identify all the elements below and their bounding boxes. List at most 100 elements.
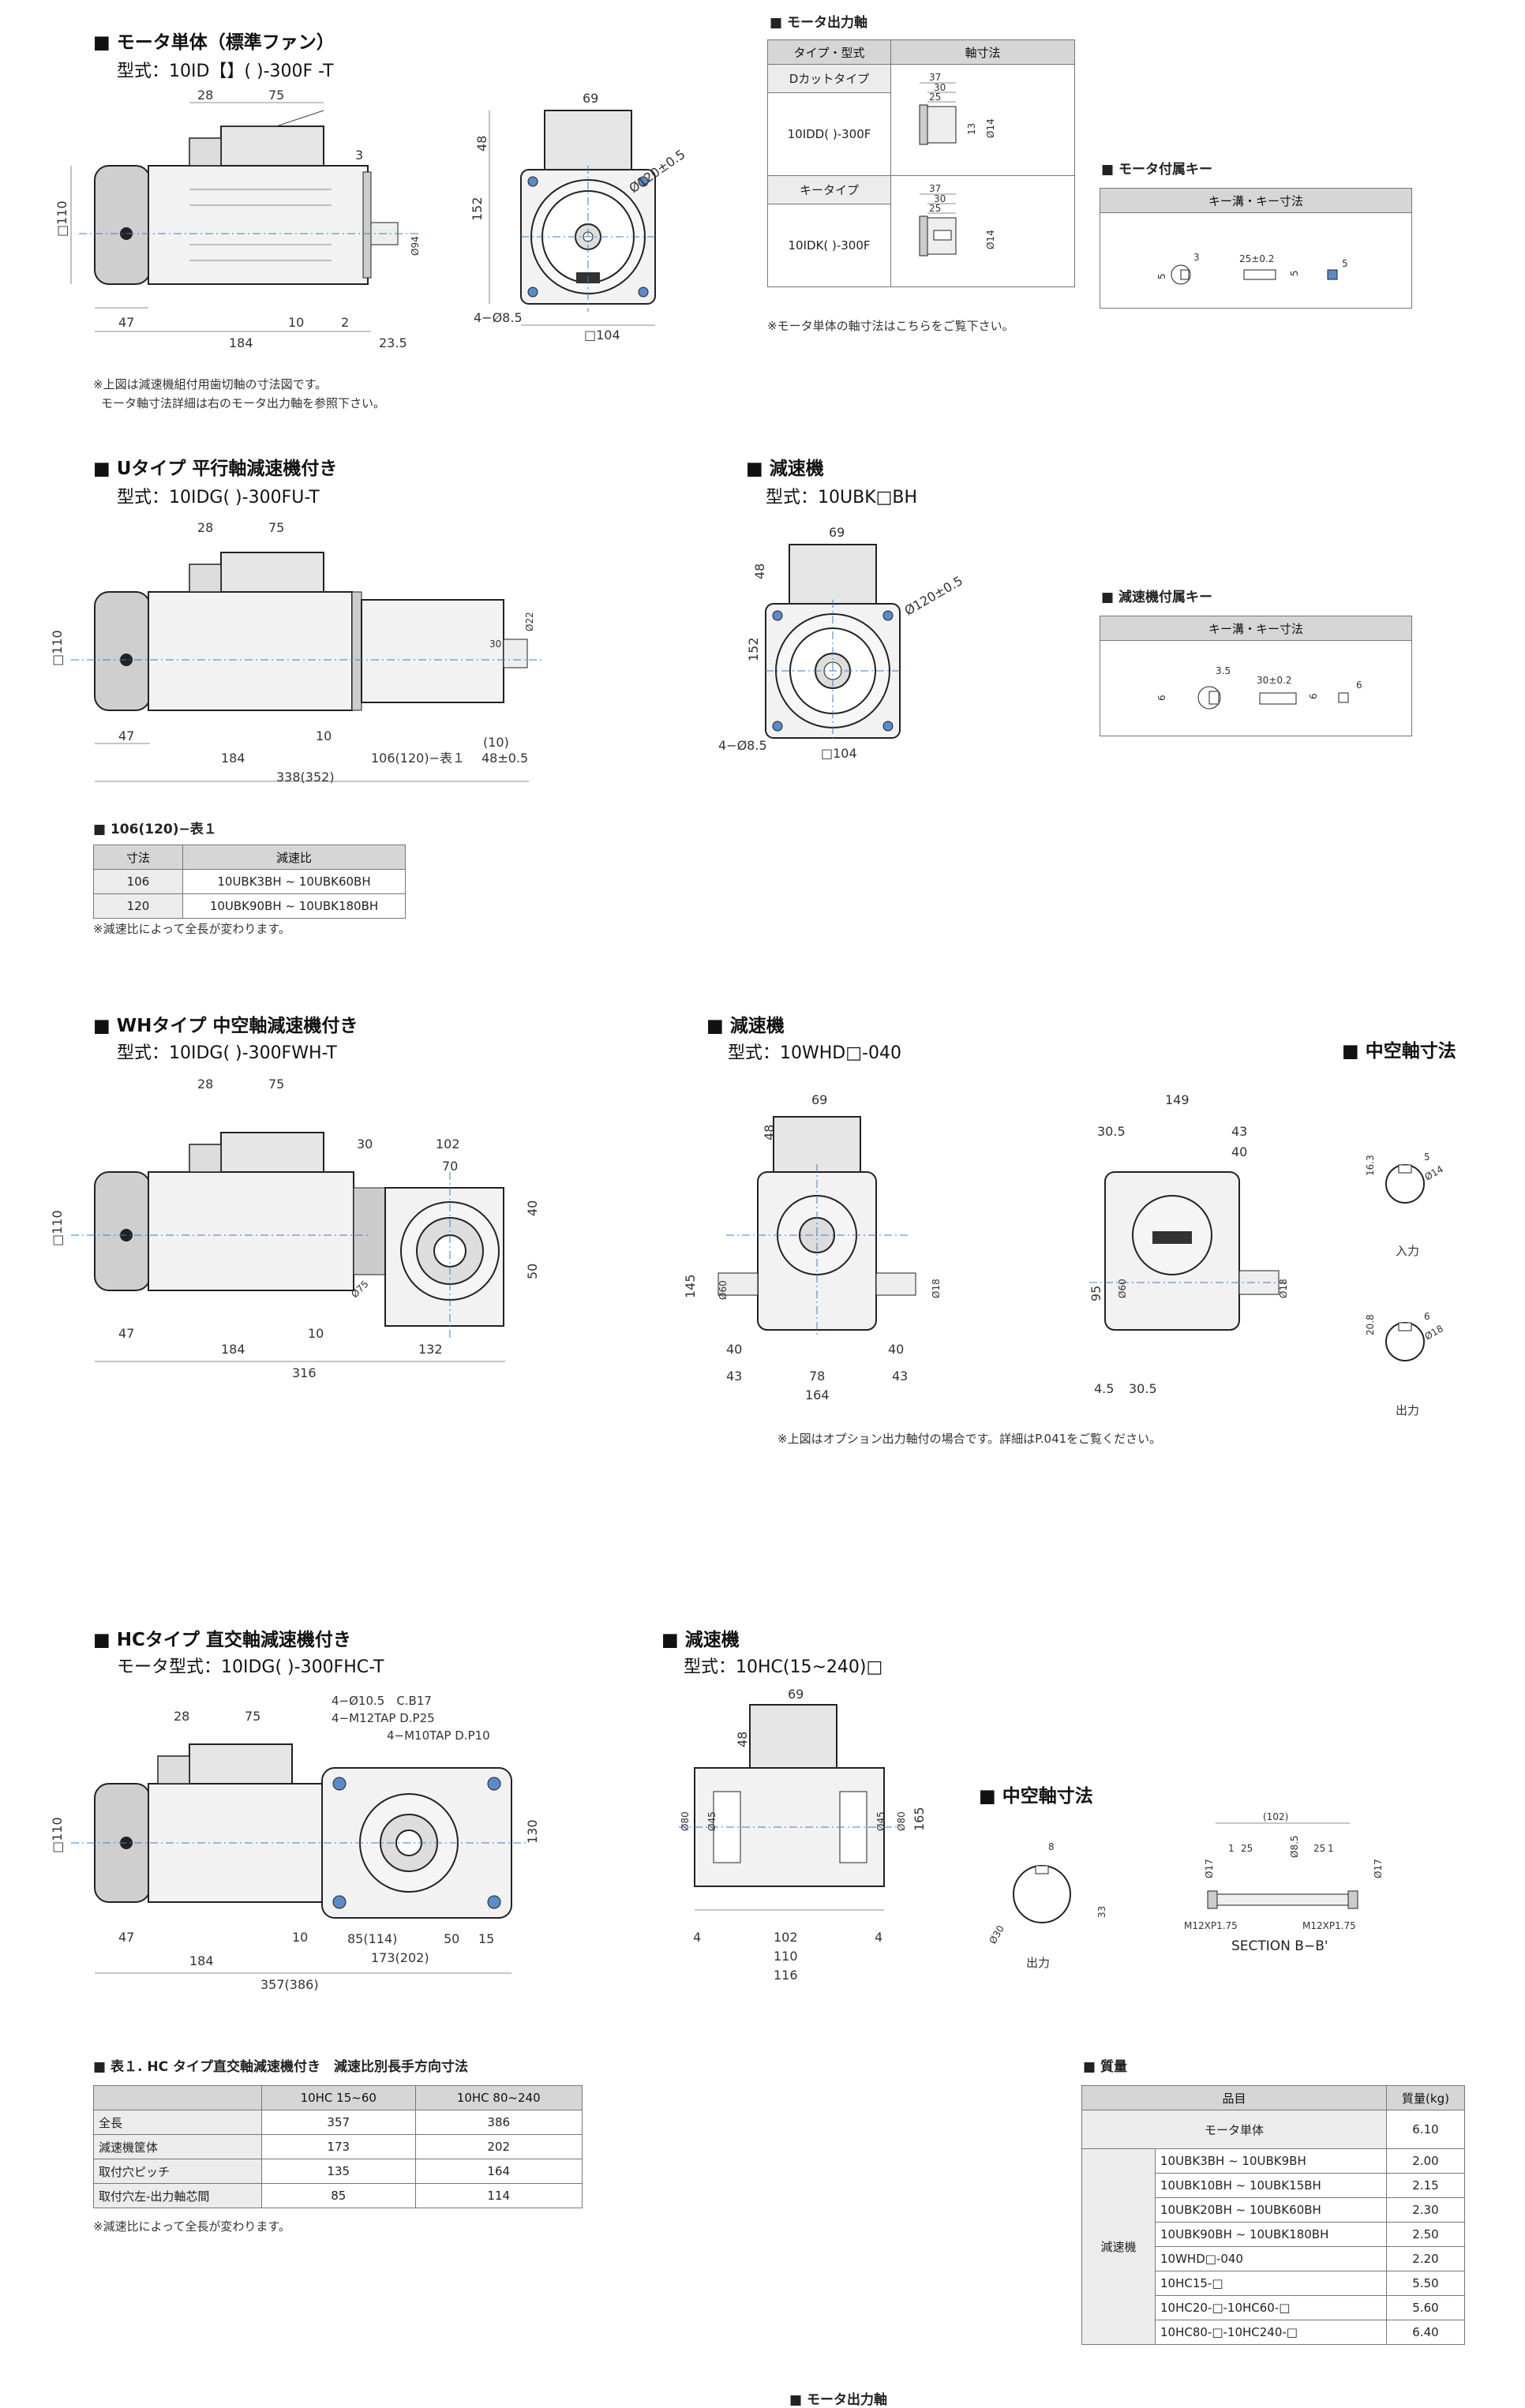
svg-text:Ø80: Ø80 xyxy=(896,1811,907,1831)
svg-text:6: 6 xyxy=(1356,680,1362,691)
wh-input-label: 入力 xyxy=(1396,1244,1420,1258)
svg-text:102: 102 xyxy=(436,1137,460,1152)
svg-text:6: 6 xyxy=(1308,693,1319,699)
svg-text:37: 37 xyxy=(929,183,941,194)
svg-text:30.5: 30.5 xyxy=(1129,1381,1157,1396)
u-type-model: 型式：10IDG( )-300FU-T xyxy=(117,488,320,507)
svg-text:25: 25 xyxy=(929,92,941,103)
svg-text:48: 48 xyxy=(474,136,489,152)
svg-text:15: 15 xyxy=(478,1931,494,1946)
svg-text:30: 30 xyxy=(934,193,946,204)
shaft-title: ■ モータ出力軸 xyxy=(770,15,867,31)
svg-text:48: 48 xyxy=(735,1732,750,1747)
svg-text:173(202): 173(202) xyxy=(371,1950,429,1965)
svg-text:30: 30 xyxy=(357,1137,373,1152)
svg-text:4: 4 xyxy=(875,1930,882,1945)
svg-text:43: 43 xyxy=(1231,1124,1247,1139)
u-reducer-drawing: 69 48 152 Ø120±0.5 4−Ø8.5□104 xyxy=(718,525,966,761)
svg-text:Ø18: Ø18 xyxy=(1278,1279,1289,1298)
motor-single-title: ■ モータ単体（標準ファン） xyxy=(93,32,335,53)
svg-text:Ø22: Ø22 xyxy=(524,612,535,631)
table-u-col-ratio: 減速比 xyxy=(182,844,406,870)
svg-text:357(386): 357(386) xyxy=(260,1977,319,1992)
svg-text:4−Ø8.5: 4−Ø8.5 xyxy=(474,310,523,325)
svg-text:Ø45: Ø45 xyxy=(706,1811,718,1831)
table-u-title: ■ 106(120)−表１ xyxy=(93,822,217,837)
mass-row-label: 10WHD□-040 xyxy=(1155,2246,1387,2271)
svg-text:48±0.5: 48±0.5 xyxy=(481,751,528,766)
wh-output-label: 出力 xyxy=(1396,1403,1420,1417)
svg-text:5: 5 xyxy=(1156,273,1167,279)
table1-cell: 173 xyxy=(261,2134,416,2159)
mass-row-label: 10HC20-□-10HC60-□ xyxy=(1155,2295,1387,2320)
svg-text:28: 28 xyxy=(197,1077,213,1092)
svg-text:8: 8 xyxy=(1048,1841,1055,1852)
table1-cell: 386 xyxy=(414,2110,583,2135)
shaft-type-dcut: Dカットタイプ xyxy=(767,64,891,93)
svg-text:Ø120±0.5: Ø120±0.5 xyxy=(902,573,966,618)
hc-callout-3: 4−M10TAP D.P10 xyxy=(387,1728,490,1743)
table1-cell: 取付穴ピッチ xyxy=(93,2159,262,2184)
svg-text:28: 28 xyxy=(197,520,213,535)
svg-text:5: 5 xyxy=(1289,270,1300,276)
table1-cell: 全長 xyxy=(93,2110,262,2135)
motor-key-title: ■ モータ付属キー xyxy=(1101,162,1212,178)
svg-text:16.3: 16.3 xyxy=(1365,1155,1376,1176)
mass-row-value: 2.15 xyxy=(1386,2173,1465,2198)
wh-reducer-note: ※上図はオプション出力軸付の場合です。詳細はP.041をご覧ください。 xyxy=(777,1432,1162,1446)
svg-text:184: 184 xyxy=(229,335,253,350)
table1-cell: 202 xyxy=(414,2134,583,2159)
mass-row-value: 6.40 xyxy=(1386,2320,1465,2345)
mass-motor-label: モータ単体 xyxy=(1081,2110,1387,2149)
svg-text:47: 47 xyxy=(118,315,134,330)
svg-text:40: 40 xyxy=(726,1342,742,1357)
svg-text:75: 75 xyxy=(268,520,284,535)
svg-text:106(120)−表１: 106(120)−表１ xyxy=(371,751,465,766)
motor-key-header: キー溝・キー寸法 xyxy=(1100,188,1412,213)
motor-key-drawing: 5 3 25±0.2 5 5 xyxy=(1100,212,1412,309)
svg-text:130: 130 xyxy=(525,1819,540,1844)
svg-text:M12XP1.75: M12XP1.75 xyxy=(1302,1920,1356,1931)
motor-single-note-2: モータ軸寸法詳細は右のモータ出力軸を参照下さい。 xyxy=(101,396,386,410)
svg-text:Ø14: Ø14 xyxy=(1423,1163,1445,1182)
mass-row-value: 5.50 xyxy=(1386,2271,1465,2296)
shaft-col-type: タイプ・型式 xyxy=(767,39,891,65)
table-u-cell: 120 xyxy=(93,893,183,919)
svg-text:25: 25 xyxy=(1313,1843,1325,1854)
hc-callout-2: 4−M12TAP D.P25 xyxy=(332,1711,435,1725)
hc-hollow-title: ■ 中空軸寸法 xyxy=(979,1786,1093,1807)
svg-text:10: 10 xyxy=(316,728,332,743)
u-key-drawing: 6 3.5 30±0.2 6 6 xyxy=(1100,640,1412,736)
hc-output-label: 出力 xyxy=(1026,1956,1051,1970)
svg-text:30: 30 xyxy=(934,82,946,93)
svg-text:33: 33 xyxy=(1096,1906,1107,1918)
svg-text:Ø8.5: Ø8.5 xyxy=(1289,1835,1300,1858)
table1-header: 10HC 80~240 xyxy=(414,2085,583,2110)
wh-reducer-title: ■ 減速機 xyxy=(706,1016,785,1036)
shaft-model-dcut: 10IDD( )-300F xyxy=(767,92,891,177)
motor-key-table: キー溝・キー寸法 5 3 25±0.2 5 5 xyxy=(1100,188,1412,309)
svg-text:□110: □110 xyxy=(50,630,65,666)
svg-text:□110: □110 xyxy=(54,200,69,237)
svg-text:164: 164 xyxy=(805,1388,830,1401)
u-key-table: キー溝・キー寸法 6 3.5 30±0.2 6 6 xyxy=(1100,616,1412,736)
svg-text:1: 1 xyxy=(1228,1843,1235,1854)
shaft-type-key: キータイプ xyxy=(767,175,891,204)
motor-single-note-1: ※上図は減速機組付用歯切軸の寸法図です。 xyxy=(93,377,328,391)
svg-text:25±0.2: 25±0.2 xyxy=(1239,253,1274,264)
table1-title: ■ 表１. HC タイプ直交軸減速機付き 減速比別長手方向寸法 xyxy=(93,2059,468,2075)
svg-text:69: 69 xyxy=(829,525,845,540)
svg-text:25: 25 xyxy=(1241,1843,1253,1854)
u-reducer-title: ■ 減速機 xyxy=(746,459,824,479)
svg-text:(10): (10) xyxy=(483,735,509,750)
svg-text:4−Ø8.5: 4−Ø8.5 xyxy=(718,738,767,753)
table1-cell: 85 xyxy=(261,2183,416,2208)
svg-text:23.5: 23.5 xyxy=(379,335,407,350)
svg-text:338(352): 338(352) xyxy=(276,770,335,785)
wh-hollow-title: ■ 中空軸寸法 xyxy=(1342,1041,1456,1062)
